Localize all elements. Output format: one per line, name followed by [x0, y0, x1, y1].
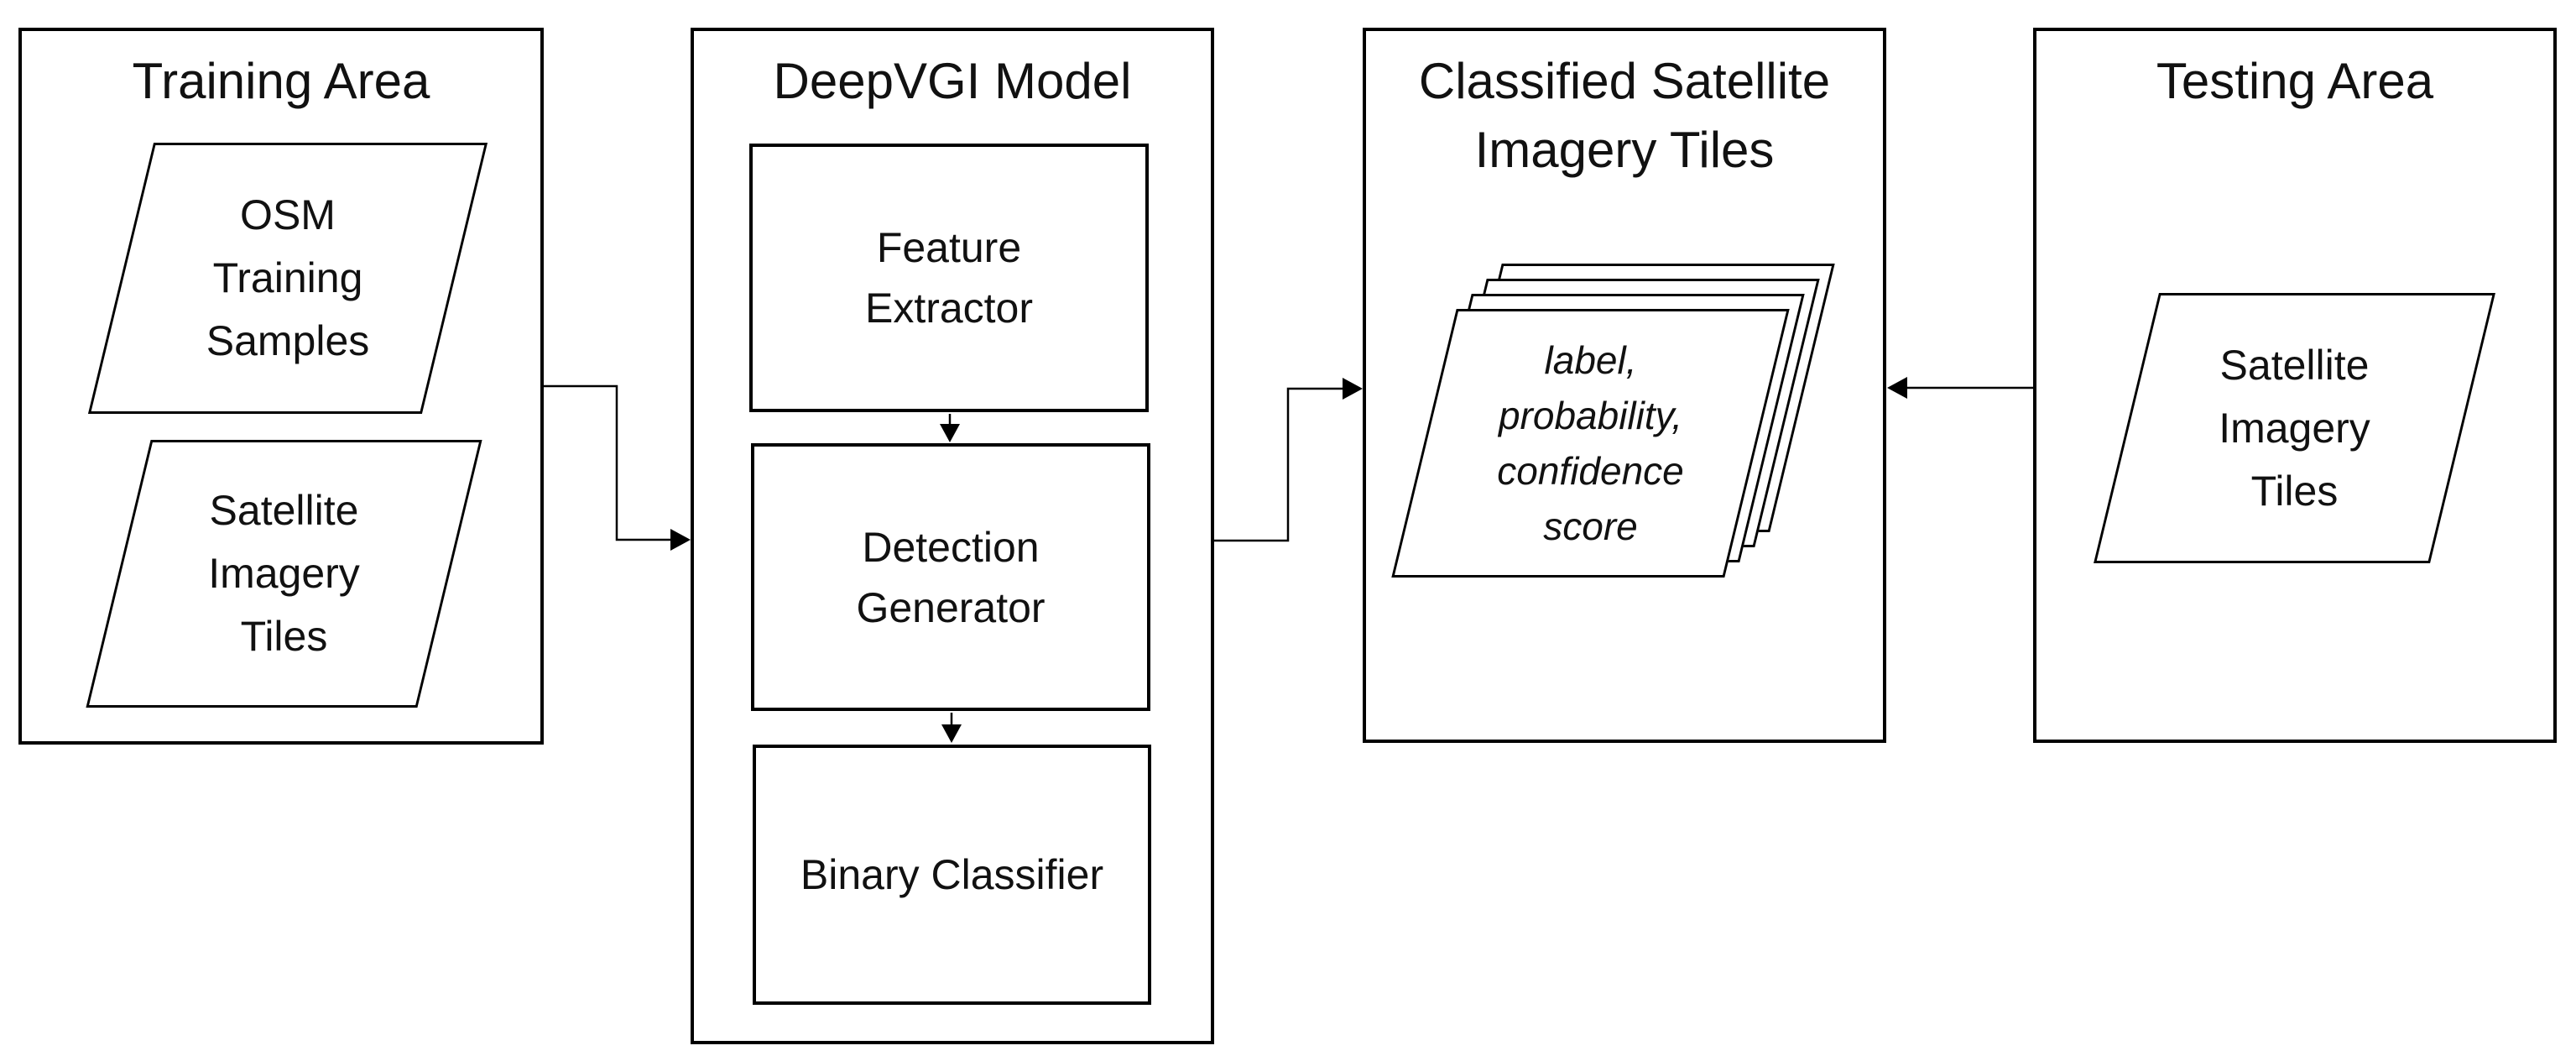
testing-satellite-tiles-label: Satellite Imagery Tiles: [2219, 341, 2370, 515]
arrow-model-to-classified-line: [1214, 387, 1344, 542]
training-satellite-tiles-label: Satellite Imagery Tiles: [208, 487, 360, 660]
classified-tile-label: label, probability, confidence score: [1497, 338, 1684, 548]
training-area-title: Training Area: [132, 53, 430, 109]
arrow-training-to-model-line: [544, 384, 672, 541]
binary-classifier-box: Binary Classifier: [753, 745, 1151, 1005]
arrow-testing-to-classified-head-icon: [1887, 377, 1907, 399]
deepvgi-model-title: DeepVGI Model: [773, 53, 1132, 109]
osm-training-samples-label: OSM Training Samples: [206, 191, 370, 364]
feature-extractor-box: Feature Extractor: [749, 144, 1149, 412]
classified-tiles-title: Classified Satellite Imagery Tiles: [1418, 53, 1831, 178]
arrow-model-to-classified-head-icon: [1343, 378, 1363, 400]
testing-area-title: Testing Area: [2156, 53, 2434, 109]
detection-generator-box: Detection Generator: [751, 443, 1150, 711]
arrow-training-to-model-head-icon: [670, 529, 691, 551]
